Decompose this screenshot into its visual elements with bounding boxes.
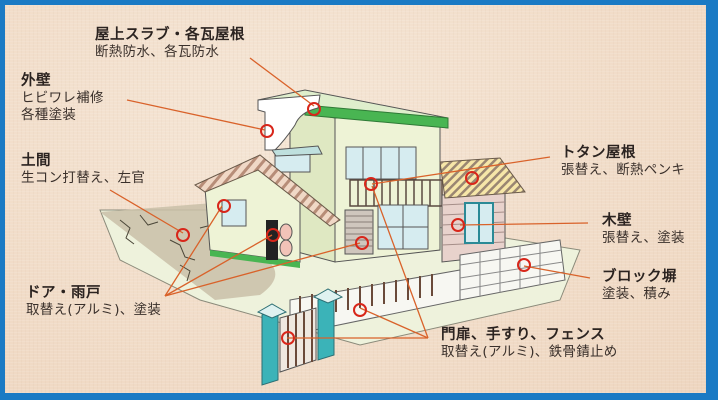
exterior-wall-desc: ヒビワレ補修	[21, 90, 104, 107]
exterior-wall-title: 外壁	[21, 73, 51, 89]
wood-wall-desc: 張替え、塗装	[602, 230, 685, 247]
paper-background: 屋上スラブ・各瓦屋根 断熱防水、各瓦防水 外壁 ヒビワレ補修 各種塗装 土間 生…	[5, 5, 706, 393]
label-exterior-wall: 外壁 ヒビワレ補修 各種塗装	[21, 73, 104, 123]
gate-rail-fence-title: 門扉、手すり、フェンス	[441, 327, 606, 343]
earth-floor-title: 土間	[21, 153, 51, 169]
tin-roof-title: トタン屋根	[561, 145, 636, 161]
earth-floor-desc: 生コン打替え、左官	[21, 170, 146, 187]
label-tin-roof: トタン屋根 張替え、断熱ペンキ	[561, 145, 685, 179]
label-block-wall: ブロック塀 塗装、積み	[602, 269, 677, 303]
label-roof-slab: 屋上スラブ・各瓦屋根 断熱防水、各瓦防水	[95, 27, 245, 61]
door-shutter-title: ドア・雨戸	[26, 285, 101, 301]
label-door-shutter: ドア・雨戸 取替え(アルミ)、塗装	[26, 285, 161, 319]
gate-rail-fence-desc: 取替え(アルミ)、鉄骨錆止め	[441, 344, 618, 361]
label-earth-floor: 土間 生コン打替え、左官	[21, 153, 145, 187]
exterior-wall-desc2: 各種塗装	[21, 106, 77, 123]
house-illustration	[99, 57, 591, 386]
wood-wall-title: 木壁	[602, 213, 632, 229]
block-wall-desc: 塗装、積み	[602, 286, 671, 303]
label-gate-rail-fence: 門扉、手すり、フェンス 取替え(アルミ)、鉄骨錆止め	[441, 327, 618, 361]
marker-circles	[176, 102, 531, 345]
roof-slab-desc: 断熱防水、各瓦防水	[95, 44, 220, 61]
roof-slab-title: 屋上スラブ・各瓦屋根	[95, 27, 245, 43]
label-wood-wall: 木壁 張替え、塗装	[602, 213, 685, 247]
leader-lines	[109, 57, 591, 339]
door-shutter-desc: 取替え(アルミ)、塗装	[26, 302, 162, 319]
block-wall-title: ブロック塀	[602, 269, 677, 285]
tin-roof-desc: 張替え、断熱ペンキ	[561, 162, 686, 179]
